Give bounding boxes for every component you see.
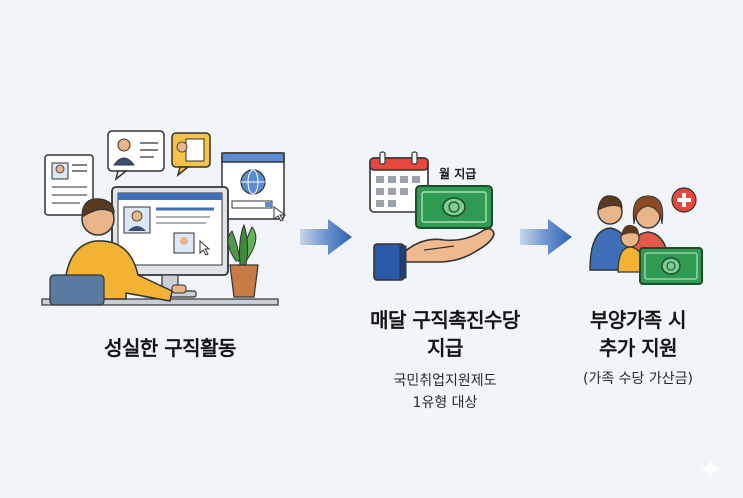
step-3-subtitle: (가족 수당 가산금) (548, 368, 728, 390)
sparkle-icon (699, 458, 721, 480)
arrow-right-icon (520, 219, 572, 255)
document-chat-icon (171, 132, 211, 177)
step-3-title-line-2: 추가 지원 (598, 336, 678, 360)
family-support-illustration (589, 187, 703, 285)
giving-hand-icon (373, 227, 495, 281)
step-2-subtitle-line-2: 1유형 대상 (412, 395, 478, 411)
step-2-title: 매달 구직촉진수당 지급 (320, 306, 570, 362)
web-browser-icon (221, 152, 287, 222)
step-2-subtitle: 국민취업지원제도 1유형 대상 (330, 370, 560, 414)
potted-plant-icon (227, 223, 259, 298)
monthly-payment-badge: 월 지급 (439, 167, 477, 181)
step-1-title: 성실한 구직활동 (60, 334, 280, 362)
cash-bill-icon (639, 247, 703, 285)
step-3-title-line-1: 부양가족 시 (590, 308, 686, 332)
step-2-title-line-2: 지급 (427, 336, 463, 360)
step-3-title: 부양가족 시 추가 지원 (538, 306, 738, 362)
resume-document-icon (44, 154, 94, 216)
cash-bill-icon (415, 185, 493, 229)
step-1-title-line: 성실한 구직활동 (104, 336, 236, 360)
job-seeker-illustration (41, 130, 287, 306)
step-3-subtitle-line-1: (가족 수당 가산금) (583, 371, 693, 387)
step-2-subtitle-line-1: 국민취업지원제도 (393, 373, 497, 389)
plus-badge-icon (671, 187, 697, 213)
arrow-right-icon (300, 219, 352, 255)
interview-bubble-icon (107, 130, 165, 181)
job-seeker-person-icon (49, 198, 187, 306)
monthly-allowance-illustration (369, 151, 495, 281)
step-2-title-line-1: 매달 구직촉진수당 (370, 308, 520, 332)
calendar-icon (369, 151, 429, 213)
